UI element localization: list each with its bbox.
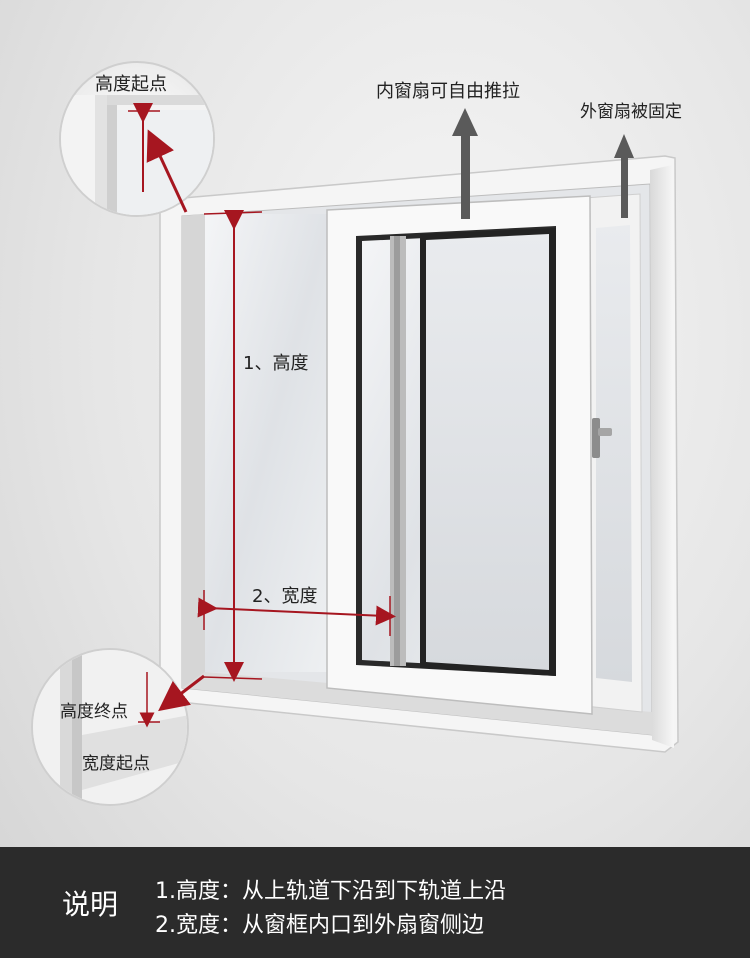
- width-dimension: [197, 590, 396, 636]
- height-dimension-label: 1、高度: [243, 353, 309, 374]
- instructions-footer: 说明 1.高度：从上轨道下沿到下轨道上沿 2.宽度：从窗框内口到外扇窗侧边: [0, 847, 750, 958]
- footer-line-width: 2.宽度：从窗框内口到外扇窗侧边: [155, 913, 484, 938]
- height-start-label: 高度起点: [95, 74, 167, 95]
- height-end-label: 高度终点: [60, 702, 128, 722]
- height-end-zoom: [31, 648, 189, 806]
- outer-sash-up-arrow: [614, 134, 634, 218]
- width-dimension-label: 2、宽度: [252, 586, 318, 607]
- inner-sash-label: 内窗扇可自由推拉: [376, 81, 520, 102]
- height-start-pointer: [146, 129, 188, 213]
- height-dimension: [203, 210, 263, 682]
- width-start-label: 宽度起点: [82, 754, 150, 774]
- inner-sash-up-arrow: [452, 108, 478, 219]
- inner-sash: [326, 195, 612, 715]
- footer-line-height: 1.高度：从上轨道下沿到下轨道上沿: [155, 879, 506, 904]
- outer-sash-label: 外窗扇被固定: [580, 102, 682, 122]
- height-end-pointer: [158, 674, 205, 712]
- footer-title: 说明: [62, 888, 119, 921]
